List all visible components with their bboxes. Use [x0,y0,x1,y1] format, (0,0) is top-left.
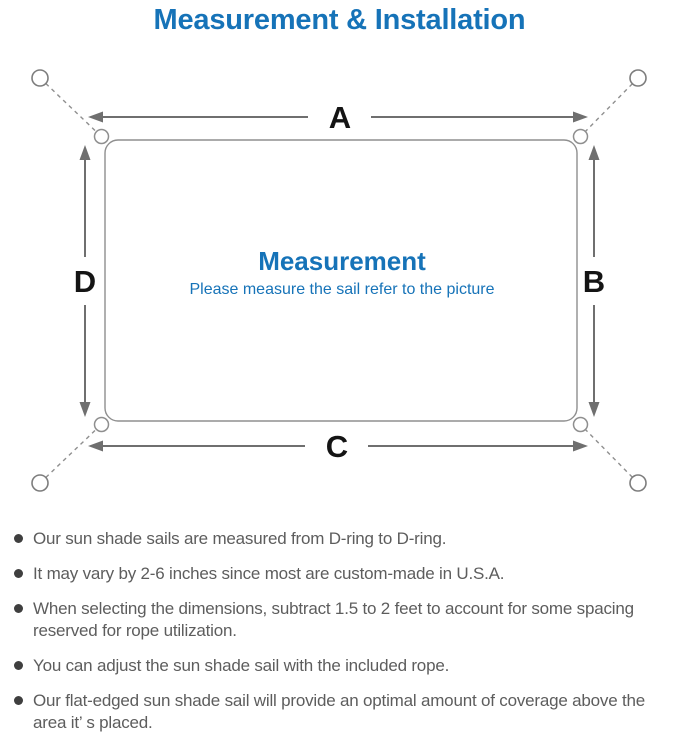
dimension-arrow-top [88,111,588,123]
page-title: Measurement & Installation [153,4,526,36]
d-ring-bottom-right-icon [572,416,589,433]
rope-bottom-right [576,420,639,484]
dimension-arrow-right [588,145,600,417]
bullet-dot-icon [14,604,23,613]
sail-measurement-diagram: A C D B Measurement Please measure the s… [31,69,647,492]
anchor-ring-top-right-icon [629,69,647,87]
dimension-arrow-bottom [88,440,588,452]
d-ring-top-left-icon [93,128,110,145]
dim-label-a: A [329,100,351,135]
rope-bottom-left [39,420,106,484]
note-item: It may vary by 2-6 inches since most are… [14,563,671,585]
note-text: You can adjust the sun shade sail with t… [33,656,450,675]
notes-list: Our sun shade sails are measured from D-… [0,520,679,734]
bullet-dot-icon [14,696,23,705]
diagram-center-subtitle: Please measure the sail refer to the pic… [189,281,494,298]
note-text: Our flat-edged sun shade sail will provi… [33,691,646,732]
note-text: It may vary by 2-6 inches since most are… [33,564,505,583]
anchor-ring-bottom-right-icon [629,474,647,492]
note-text: Our sun shade sails are measured from D-… [33,529,447,548]
dim-label-d: D [74,264,96,299]
rope-top-right [576,77,639,141]
dim-label-b: B [583,264,605,299]
note-item: When selecting the dimensions, subtract … [14,598,671,642]
bullet-dot-icon [14,661,23,670]
diagram-center-title: Measurement [258,246,426,276]
note-text: When selecting the dimensions, subtract … [33,599,634,640]
dimension-arrow-left [79,145,91,417]
note-item: Our flat-edged sun shade sail will provi… [14,690,671,734]
rope-top-left [39,77,106,141]
dim-label-c: C [326,429,348,464]
d-ring-top-right-icon [572,128,589,145]
bullet-dot-icon [14,569,23,578]
note-item: Our sun shade sails are measured from D-… [14,528,671,550]
anchor-ring-bottom-left-icon [31,474,49,492]
bullet-dot-icon [14,534,23,543]
d-ring-bottom-left-icon [93,416,110,433]
sail-outline [104,139,578,422]
note-item: You can adjust the sun shade sail with t… [14,655,671,677]
anchor-ring-top-left-icon [31,69,49,87]
